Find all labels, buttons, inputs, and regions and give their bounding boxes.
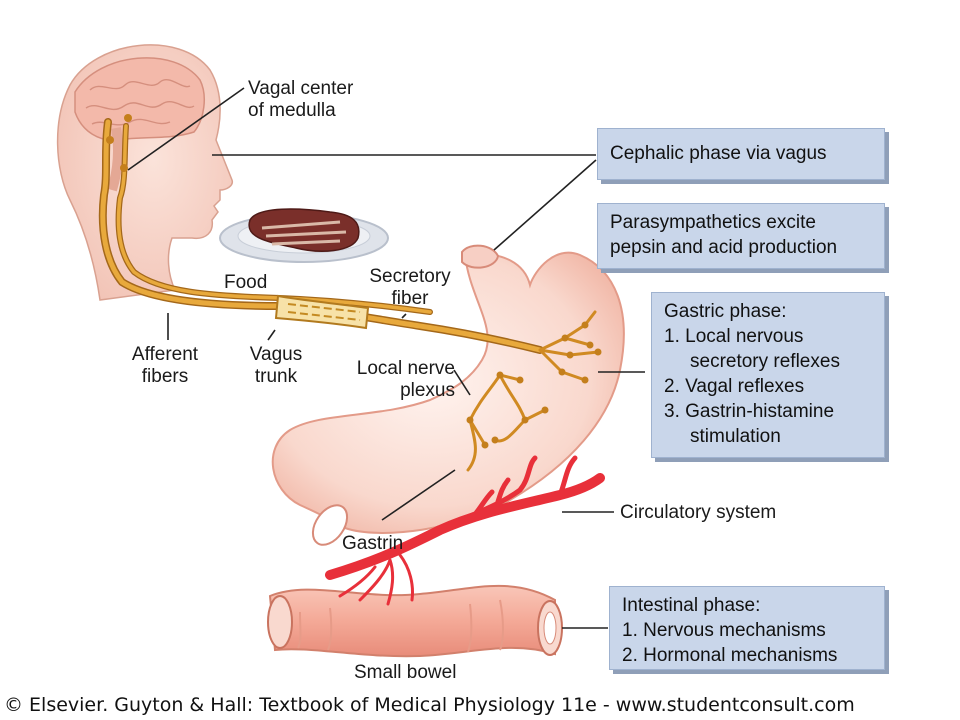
gastric-phase-item: 2. Vagal reflexes — [664, 376, 805, 397]
esophagus-opening — [461, 244, 500, 269]
label-secretory-fiber: Secretory fiber — [369, 266, 451, 309]
parasympathetics-line: pepsin and acid production — [610, 237, 838, 258]
gastric-phase-item: 3. Gastrin-histamine — [664, 401, 835, 422]
small-bowel-tube — [267, 584, 563, 658]
intestinal-phase-title: Intestinal phase: — [622, 595, 761, 616]
label-vagus-trunk: Vagus trunk — [249, 344, 303, 387]
brain-folds — [85, 79, 195, 126]
gastric-phase-item: stimulation — [690, 426, 781, 447]
label-local-nerve-plexus: Local nerve plexus — [356, 358, 455, 401]
gastric-phase-title: Gastric phase: — [664, 301, 787, 322]
figure: Vagal center of medulla Food Secretory f… — [56, 44, 885, 683]
food-plate — [219, 208, 389, 263]
leader-lines — [127, 87, 645, 629]
artery — [325, 455, 605, 606]
gastric-phase-item: 1. Local nervous — [664, 326, 804, 347]
intestinal-phase-item: 1. Nervous mechanisms — [622, 620, 826, 641]
label-circulatory-system: Circulatory system — [620, 502, 777, 523]
cephalic-phase-text: Cephalic phase via vagus — [610, 143, 827, 164]
copyright-footer: © Elsevier. Guyton & Hall: Textbook of M… — [4, 694, 855, 716]
intestinal-phase-item: 2. Hormonal mechanisms — [622, 645, 838, 666]
stomach — [271, 244, 625, 546]
neuron-dots — [106, 114, 602, 449]
gastric-phase-item: secretory reflexes — [690, 351, 840, 372]
brainstem — [107, 127, 124, 192]
head — [56, 44, 234, 301]
stomach-body — [271, 251, 625, 534]
label-small-bowel: Small bowel — [354, 662, 457, 683]
box-intestinal-phase[interactable]: Intestinal phase: 1. Nervous mechanisms … — [609, 586, 885, 670]
label-vagal-center: Vagal center of medulla — [248, 78, 354, 121]
vagus-trunk-sheath — [274, 294, 370, 330]
vagus-nerves — [98, 118, 600, 472]
duodenum-opening — [311, 504, 349, 546]
box-parasympathetics[interactable]: Parasympathetics excite pepsin and acid … — [597, 203, 885, 269]
label-afferent-fibers: Afferent fibers — [131, 344, 199, 387]
illustration — [56, 44, 645, 658]
label-gastrin: Gastrin — [342, 533, 404, 554]
box-gastric-phase[interactable]: Gastric phase: 1. Local nervous secretor… — [651, 292, 885, 458]
label-food: Food — [224, 272, 268, 293]
box-cephalic-phase[interactable]: Cephalic phase via vagus — [597, 128, 885, 180]
parasympathetics-line: Parasympathetics excite — [610, 212, 816, 233]
